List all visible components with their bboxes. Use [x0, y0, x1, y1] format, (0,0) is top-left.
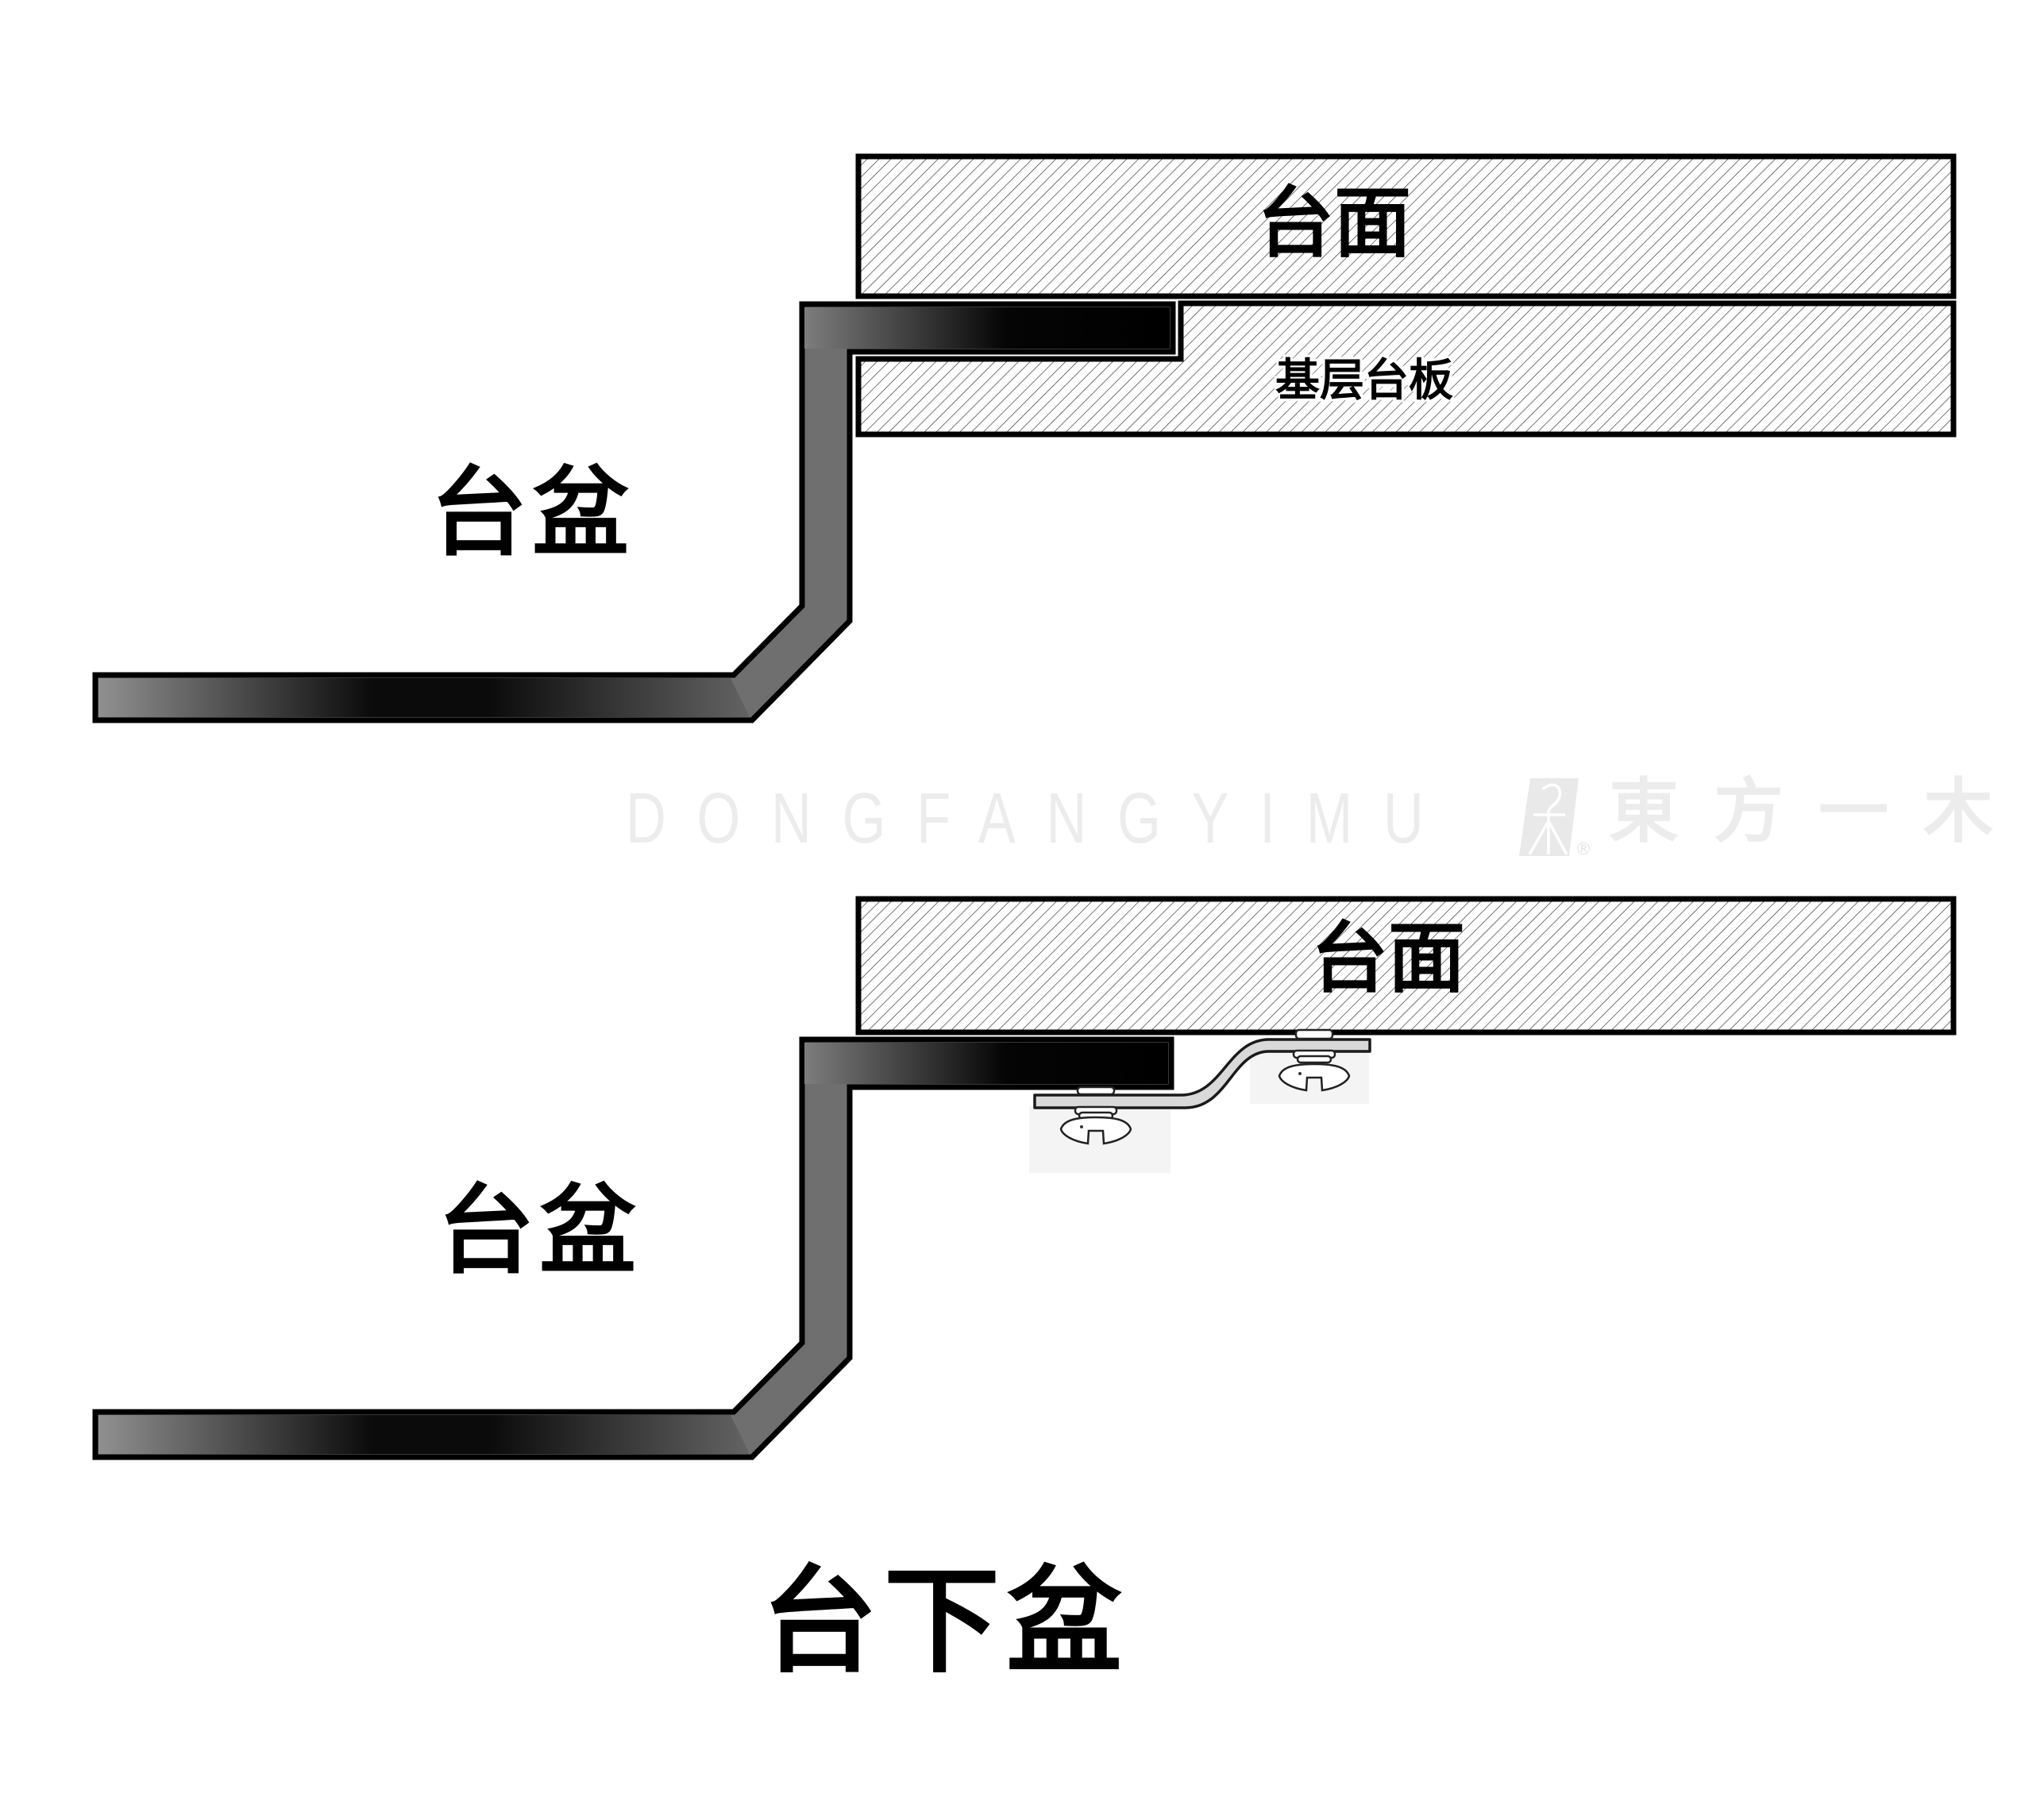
top-basin-bottom-shade [98, 678, 750, 717]
watermark-registered-mark: ® [1577, 839, 1591, 858]
dongfangyimu-logo-icon [1519, 778, 1579, 856]
watermark-brand-latin: DONGFANGYIMU [626, 778, 1455, 858]
watermark-brand-cjk: 東方一木 [1609, 774, 2029, 851]
bottom-basin-flange-shade [804, 1043, 1168, 1084]
top-basin-label: 台盆 [430, 459, 634, 567]
top-basin-flange-shade [804, 307, 1170, 349]
bottom-countertop-label: 台面 [1311, 915, 1465, 1002]
z-clip-bracket [1033, 1038, 1371, 1109]
top-countertop-slab [855, 153, 1957, 299]
mounting-screw-left [1059, 1086, 1132, 1145]
bottom-countertop-slab [855, 896, 1957, 1036]
diagram-caption: 台下盆 [762, 1556, 1128, 1686]
mounting-screw-right [1278, 1028, 1351, 1092]
bottom-basin-label: 台盆 [438, 1177, 641, 1285]
bottom-basin-bottom-shade [98, 1415, 750, 1454]
top-countertop-label: 台面 [1257, 179, 1411, 267]
base-board-label: 基层台板 [1275, 355, 1453, 405]
top-base-board-slab [855, 300, 1957, 438]
